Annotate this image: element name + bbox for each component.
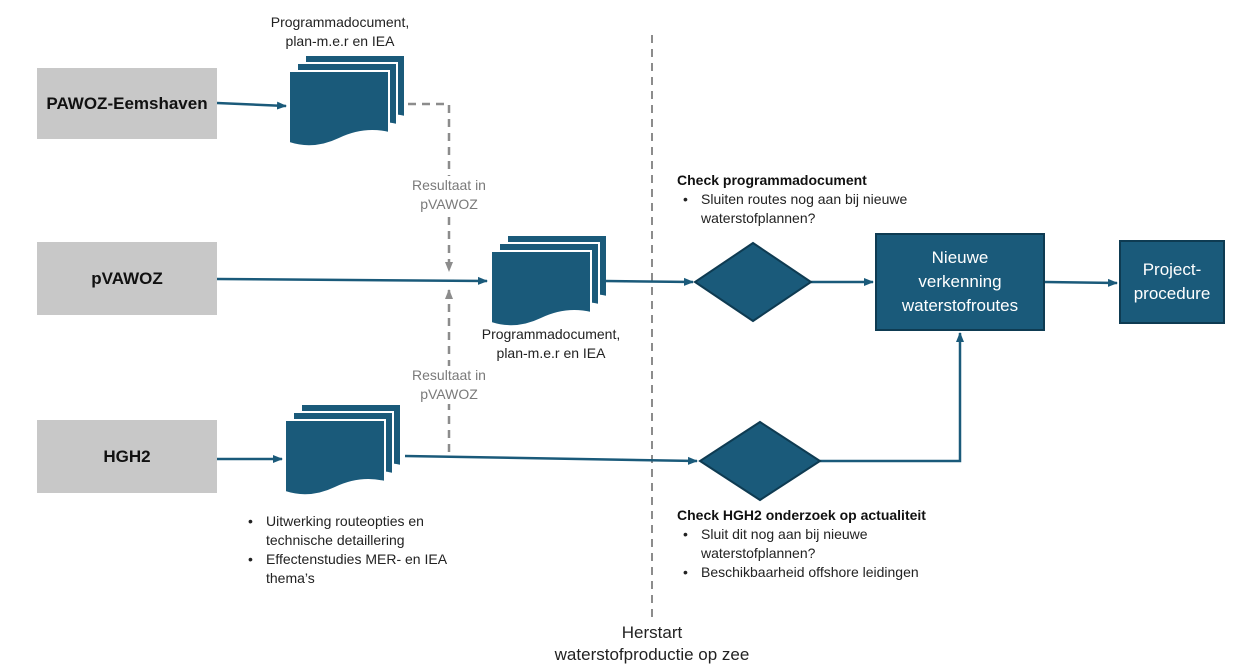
doc-caption-middle: Programmadocument, plan-m.e.r en IEA — [481, 326, 621, 361]
check-programmadocument-title: Check programmadocument — [677, 172, 867, 188]
decision-check-hgh2 — [698, 420, 822, 502]
result-label-top: Resultaat in pVAWOZ — [390, 176, 508, 214]
check-hgh2-bullet: Beschikbaarheid offshore leidingen — [677, 563, 927, 582]
doc-stack-pawoz — [288, 54, 406, 148]
check-hgh2-bullets: Sluit dit nog aan bij nieuwe waterstofpl… — [677, 525, 927, 582]
hgh2-doc-bullets: Uitwerking routeopties en technische det… — [242, 512, 472, 588]
hgh2-bullet-item: Uitwerking routeopties en technische det… — [242, 512, 472, 550]
source-hgh2: HGH2 — [37, 420, 217, 493]
check-hgh2-bullet: Sluit dit nog aan bij nieuwe waterstofpl… — [677, 525, 927, 563]
decision-check-programmadocument — [693, 241, 813, 323]
process-nieuwe-verkenning-label: Nieuwe verkenning waterstofroutes — [901, 248, 1019, 315]
check-hgh2-block: Check HGH2 onderzoek op actualiteit Slui… — [677, 506, 997, 582]
arrow-hgh2doc-to-check-hgh2 — [404, 454, 698, 465]
check-programmadocument-bullet: Sluiten routes nog aan bij nieuwe waters… — [677, 190, 947, 228]
check-programmadocument-bullets: Sluiten routes nog aan bij nieuwe waters… — [677, 190, 947, 228]
herstart-label: Herstart waterstofproductie op zee — [527, 622, 777, 667]
doc-stack-hgh2 — [284, 403, 402, 497]
hgh2-bullet-item: Effectenstudies MER- en IEA thema’s — [242, 550, 472, 588]
process-projectprocedure-label: Project- procedure — [1133, 260, 1211, 303]
arrow-doc-to-check-programmadocument — [604, 277, 694, 286]
arrow-pvawoz-to-doc — [216, 276, 488, 285]
source-pawoz-eemshaven: PAWOZ-Eemshaven — [37, 68, 217, 139]
doc-caption-top: Programmadocument, plan-m.e.r en IEA — [270, 14, 410, 49]
arrow-verkenning-to-projectprocedure — [1044, 278, 1118, 287]
process-nieuwe-verkenning: Nieuwe verkenning waterstofroutes — [875, 233, 1045, 331]
source-pvawoz: pVAWOZ — [37, 242, 217, 315]
check-hgh2-title: Check HGH2 onderzoek op actualiteit — [677, 507, 926, 523]
result-label-bottom: Resultaat in pVAWOZ — [390, 366, 508, 404]
arrow-pawoz-to-doc — [216, 101, 287, 110]
arrow-check-hgh2-to-verkenning — [820, 332, 964, 463]
process-projectprocedure: Project- procedure — [1119, 240, 1225, 324]
doc-stack-pvawoz — [490, 234, 608, 328]
check-programmadocument-block: Check programmadocument Sluiten routes n… — [677, 171, 947, 228]
